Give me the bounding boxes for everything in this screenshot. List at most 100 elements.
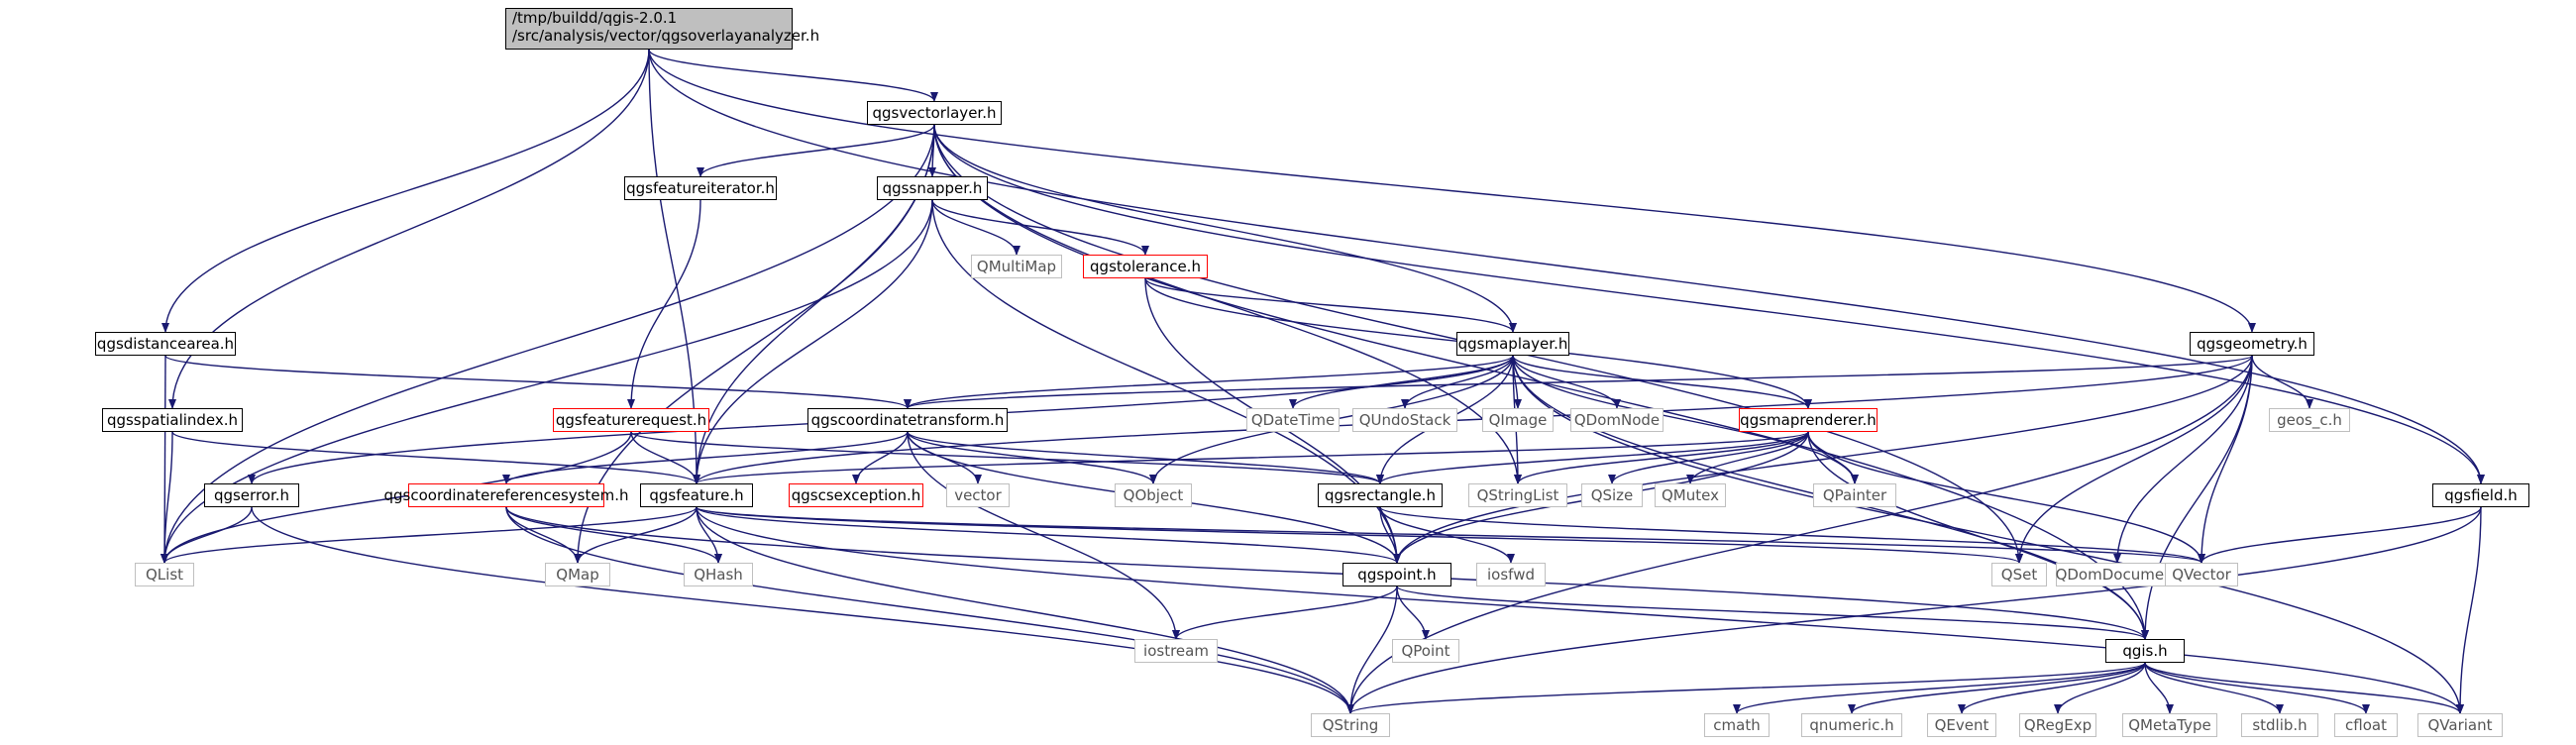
node-qpoint: QPoint <box>1392 639 1459 663</box>
edge-error-to-qstring <box>251 506 1354 714</box>
edge-spatialindex-to-feature <box>171 431 700 484</box>
edge-qgis-to-qstring <box>1346 662 2146 714</box>
node-point[interactable]: qgspoint.h <box>1342 563 1451 586</box>
node-label: QDomNode <box>1573 411 1661 429</box>
edge-feature-to-qvariant <box>696 506 2464 714</box>
node-qmetatype: QMetaType <box>2122 713 2217 737</box>
node-maplayer[interactable]: qgsmaplayer.h <box>1456 332 1569 356</box>
node-maprenderer[interactable]: qgsmaprenderer.h <box>1739 408 1878 432</box>
node-label: qgsspatialindex.h <box>106 411 239 429</box>
node-featurerequest[interactable]: qgsfeaturerequest.h <box>553 408 709 432</box>
node-cmath: cmath <box>1704 713 1770 737</box>
node-label: cfloat <box>2345 716 2387 734</box>
node-label: iosfwd <box>1487 566 1535 584</box>
edge-snapper-to-tolerance <box>931 199 1149 256</box>
edge-maplayer-to-undostack <box>1401 355 1514 409</box>
edge-snapper-to-qlist <box>161 199 933 564</box>
edge-coordtransform-to-qobject <box>907 431 1157 484</box>
edge-maprenderer-to-qsize <box>1608 431 1809 484</box>
node-geometry[interactable]: qgsgeometry.h <box>2190 332 2314 356</box>
edge-qgis-to-cmath <box>1733 662 2146 714</box>
edge-geometry-to-geosc <box>2251 355 2313 409</box>
node-label: QStringList <box>1476 486 1559 504</box>
edge-qgis-to-cfloat <box>2144 662 2370 714</box>
node-qlist: QList <box>135 563 194 586</box>
edge-crs-to-qstring <box>505 506 1354 714</box>
node-label: qgstolerance.h <box>1090 258 1201 275</box>
edge-field-to-qvariant <box>2456 506 2482 714</box>
node-label: QMetaType <box>2128 716 2211 734</box>
node-qnumeric: qnumeric.h <box>1801 713 1902 737</box>
edge-geometry-to-qset <box>2015 355 2253 564</box>
node-rectangle[interactable]: qgsrectangle.h <box>1318 483 1443 507</box>
node-feature[interactable]: qgsfeature.h <box>640 483 753 507</box>
root-node-file: /src/analysis/vector/qgsoverlayanalyzer.… <box>512 27 820 45</box>
node-label: QMultiMap <box>976 258 1057 275</box>
edge-error-to-qlist <box>161 506 253 564</box>
edge-geometry-to-point <box>1393 355 2253 564</box>
edge-root-to-distancearea <box>161 49 650 333</box>
node-spatialindex[interactable]: qgsspatialindex.h <box>102 408 243 432</box>
node-multimap: QMultiMap <box>971 255 1062 278</box>
node-csexception[interactable]: qgscsexception.h <box>789 483 923 507</box>
node-crs[interactable]: qgscoordinatereferencesystem.h <box>384 483 629 507</box>
edge-tolerance-to-maplayer <box>1144 277 1517 333</box>
node-qsize: QSize <box>1581 483 1643 507</box>
edge-geometry-to-qgis <box>2141 355 2253 640</box>
node-vectorlayer[interactable]: qgsvectorlayer.h <box>867 101 1002 125</box>
node-label: qgserror.h <box>213 486 290 504</box>
edge-point-to-qgis <box>1396 585 2149 640</box>
edge-maprenderer-to-qvector <box>1807 431 2205 564</box>
edge-point-to-qstring <box>1346 585 1398 714</box>
edge-root-to-vectorlayer <box>648 49 938 102</box>
node-label: cmath <box>1713 716 1761 734</box>
dependency-edges <box>161 49 2485 714</box>
node-qevent: QEvent <box>1927 713 1996 737</box>
node-root[interactable]: /tmp/buildd/qgis-2.0.1/src/analysis/vect… <box>505 8 819 50</box>
edge-distancearea-to-qlist <box>161 355 169 564</box>
node-label: vector <box>954 486 1002 504</box>
root-node-path: /tmp/buildd/qgis-2.0.1 <box>512 9 678 27</box>
edge-vectorlayer-to-field <box>933 124 2485 484</box>
node-qobject: QObject <box>1115 483 1192 507</box>
edge-featurerequest-to-qlist <box>161 431 632 564</box>
node-datetime: QDateTime <box>1246 408 1340 432</box>
edge-vectorlayer-to-featureiterator <box>697 124 935 177</box>
node-vector: vector <box>946 483 1010 507</box>
node-field[interactable]: qgsfield.h <box>2432 483 2529 507</box>
node-snapper[interactable]: qgssnapper.h <box>877 176 988 200</box>
node-featureiterator[interactable]: qgsfeatureiterator.h <box>624 176 777 200</box>
node-qmutex: QMutex <box>1655 483 1726 507</box>
node-error[interactable]: qgserror.h <box>204 483 299 507</box>
edge-qgis-to-qmetatype <box>2144 662 2174 714</box>
edge-maplayer-to-maprenderer <box>1512 355 1812 409</box>
node-label: QList <box>145 566 184 584</box>
edge-root-to-spatialindex <box>168 49 650 409</box>
edge-field-to-qvector <box>2198 506 2482 564</box>
node-label: QRegExp <box>2023 716 2093 734</box>
edge-maplayer-to-qvariant <box>1512 355 2464 714</box>
node-label: qgsfeature.h <box>649 486 744 504</box>
node-label: QMutex <box>1662 486 1719 504</box>
node-qpainter: QPainter <box>1813 483 1896 507</box>
node-distancearea[interactable]: qgsdistancearea.h <box>95 332 236 356</box>
edge-coordtransform-to-csexception <box>852 431 909 484</box>
node-label: qgssnapper.h <box>882 179 983 197</box>
node-label: geos_c.h <box>2277 411 2342 429</box>
edge-geometry-to-domdocument <box>2113 355 2253 564</box>
node-label: QMap <box>556 566 599 584</box>
node-qhash: QHash <box>684 563 753 586</box>
edge-distancearea-to-coordtransform <box>164 355 912 409</box>
node-label: QImage <box>1488 411 1548 429</box>
edge-rectangle-to-iosfwd <box>1379 506 1515 564</box>
edge-feature-to-qstring <box>696 506 1354 714</box>
edge-crs-to-qhash <box>505 506 722 564</box>
edge-point-to-iostream <box>1172 585 1398 640</box>
edge-geometry-to-feature <box>693 355 2253 484</box>
node-tolerance[interactable]: qgstolerance.h <box>1083 255 1208 278</box>
node-label: QDateTime <box>1250 411 1336 429</box>
node-label: QSize <box>1590 486 1634 504</box>
node-coordtransform[interactable]: qgscoordinatetransform.h <box>807 408 1008 432</box>
node-label: iostream <box>1143 642 1209 660</box>
node-qgis[interactable]: qgis.h <box>2105 639 2185 663</box>
